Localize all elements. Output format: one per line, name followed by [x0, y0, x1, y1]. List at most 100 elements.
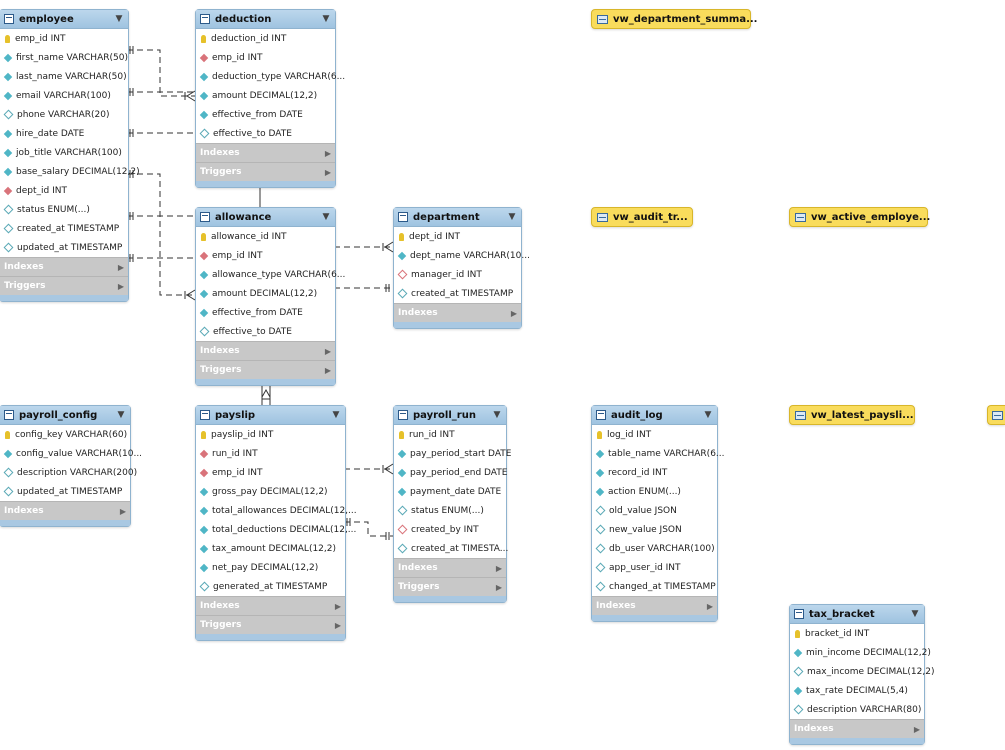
column-row[interactable]: log_id INT [592, 425, 717, 444]
column-row[interactable]: job_title VARCHAR(100) [0, 143, 128, 162]
section-indexes[interactable]: Indexes▶ [790, 719, 924, 738]
table-header[interactable]: deduction ▼ [196, 10, 335, 29]
expand-arrow-icon[interactable]: ▶ [324, 346, 331, 356]
collapse-caret-icon[interactable]: ▼ [115, 14, 123, 24]
column-row[interactable]: hire_date DATE [0, 124, 128, 143]
table-header[interactable]: employee ▼ [0, 10, 128, 29]
column-row[interactable]: last_name VARCHAR(50) [0, 67, 128, 86]
expand-arrow-icon[interactable]: ▶ [119, 506, 126, 516]
expand-arrow-icon[interactable]: ▶ [334, 620, 341, 630]
column-row[interactable]: created_at TIMESTA... [394, 539, 508, 558]
section-indexes[interactable]: Indexes▶ [592, 596, 717, 615]
column-row[interactable]: config_key VARCHAR(60) [0, 425, 130, 444]
column-row[interactable]: dept_id INT [394, 227, 521, 246]
column-row[interactable]: max_income DECIMAL(12,2) [790, 662, 935, 681]
column-row[interactable]: effective_from DATE [196, 105, 335, 124]
column-row[interactable]: bracket_id INT [790, 624, 924, 643]
section-triggers[interactable]: Triggers▶ [394, 577, 506, 596]
table-header[interactable]: payroll_config ▼ [0, 406, 130, 425]
collapse-caret-icon[interactable]: ▼ [322, 14, 330, 24]
column-row[interactable]: payslip_id INT [196, 425, 345, 444]
view-latest-payslip[interactable]: vw_latest_paysli... [789, 405, 915, 425]
column-row[interactable]: config_value VARCHAR(10... [0, 444, 142, 463]
expand-arrow-icon[interactable]: ▶ [495, 563, 502, 573]
section-indexes[interactable]: Indexes▶ [196, 596, 345, 615]
table-header[interactable]: tax_bracket ▼ [790, 605, 924, 624]
collapse-caret-icon[interactable]: ▼ [332, 410, 340, 420]
table-header[interactable]: payroll_run ▼ [394, 406, 506, 425]
column-row[interactable]: created_at TIMESTAMP [0, 219, 128, 238]
column-row[interactable]: run_id INT [394, 425, 506, 444]
section-triggers[interactable]: Triggers▶ [196, 615, 345, 634]
column-row[interactable]: dept_name VARCHAR(10... [394, 246, 530, 265]
column-row[interactable]: table_name VARCHAR(6... [592, 444, 725, 463]
section-triggers[interactable]: Triggers▶ [0, 276, 128, 295]
column-row[interactable]: total_deductions DECIMAL(12,... [196, 520, 356, 539]
column-row[interactable]: first_name VARCHAR(50) [0, 48, 128, 67]
view-offscreen[interactable] [987, 405, 1005, 425]
column-row[interactable]: email VARCHAR(100) [0, 86, 128, 105]
expand-arrow-icon[interactable]: ▶ [117, 262, 124, 272]
section-triggers[interactable]: Triggers▶ [196, 360, 335, 379]
section-triggers[interactable]: Triggers▶ [196, 162, 335, 181]
column-row[interactable]: run_id INT [196, 444, 345, 463]
column-row[interactable]: gross_pay DECIMAL(12,2) [196, 482, 345, 501]
collapse-caret-icon[interactable]: ▼ [911, 609, 919, 619]
column-row[interactable]: phone VARCHAR(20) [0, 105, 128, 124]
column-row[interactable]: created_at TIMESTAMP [394, 284, 521, 303]
expand-arrow-icon[interactable]: ▶ [706, 601, 713, 611]
column-row[interactable]: emp_id INT [196, 48, 335, 67]
column-row[interactable]: deduction_type VARCHAR(6... [196, 67, 345, 86]
expand-arrow-icon[interactable]: ▶ [510, 308, 517, 318]
section-indexes[interactable]: Indexes▶ [394, 558, 506, 577]
column-row[interactable]: tax_amount DECIMAL(12,2) [196, 539, 345, 558]
table-header[interactable]: audit_log ▼ [592, 406, 717, 425]
expand-arrow-icon[interactable]: ▶ [324, 167, 331, 177]
column-row[interactable]: allowance_id INT [196, 227, 335, 246]
column-row[interactable]: record_id INT [592, 463, 717, 482]
column-row[interactable]: min_income DECIMAL(12,2) [790, 643, 931, 662]
column-row[interactable]: pay_period_start DATE [394, 444, 511, 463]
collapse-caret-icon[interactable]: ▼ [493, 410, 501, 420]
column-row[interactable]: generated_at TIMESTAMP [196, 577, 345, 596]
column-row[interactable]: description VARCHAR(80) [790, 700, 924, 719]
column-row[interactable]: description VARCHAR(200) [0, 463, 137, 482]
column-row[interactable]: status ENUM(...) [0, 200, 128, 219]
column-row[interactable]: effective_from DATE [196, 303, 335, 322]
column-row[interactable]: dept_id INT [0, 181, 128, 200]
table-header[interactable]: payslip ▼ [196, 406, 345, 425]
column-row[interactable]: total_allowances DECIMAL(12,... [196, 501, 357, 520]
column-row[interactable]: app_user_id INT [592, 558, 717, 577]
column-row[interactable]: old_value JSON [592, 501, 717, 520]
column-row[interactable]: deduction_id INT [196, 29, 335, 48]
column-row[interactable]: pay_period_end DATE [394, 463, 507, 482]
table-payroll-config[interactable]: payroll_config ▼ config_key VARCHAR(60)c… [0, 405, 142, 527]
column-row[interactable]: effective_to DATE [196, 124, 335, 143]
collapse-caret-icon[interactable]: ▼ [322, 212, 330, 222]
expand-arrow-icon[interactable]: ▶ [117, 281, 124, 291]
expand-arrow-icon[interactable]: ▶ [495, 582, 502, 592]
collapse-caret-icon[interactable]: ▼ [508, 212, 516, 222]
section-indexes[interactable]: Indexes▶ [394, 303, 521, 322]
column-row[interactable]: tax_rate DECIMAL(5,4) [790, 681, 924, 700]
column-row[interactable]: created_by INT [394, 520, 506, 539]
expand-arrow-icon[interactable]: ▶ [913, 724, 920, 734]
column-row[interactable]: net_pay DECIMAL(12,2) [196, 558, 345, 577]
section-indexes[interactable]: Indexes▶ [196, 143, 335, 162]
column-row[interactable]: db_user VARCHAR(100) [592, 539, 717, 558]
collapse-caret-icon[interactable]: ▼ [117, 410, 125, 420]
column-row[interactable]: manager_id INT [394, 265, 521, 284]
column-row[interactable]: new_value JSON [592, 520, 717, 539]
expand-arrow-icon[interactable]: ▶ [324, 365, 331, 375]
section-indexes[interactable]: Indexes▶ [196, 341, 335, 360]
section-indexes[interactable]: Indexes▶ [0, 501, 130, 520]
expand-arrow-icon[interactable]: ▶ [334, 601, 341, 611]
